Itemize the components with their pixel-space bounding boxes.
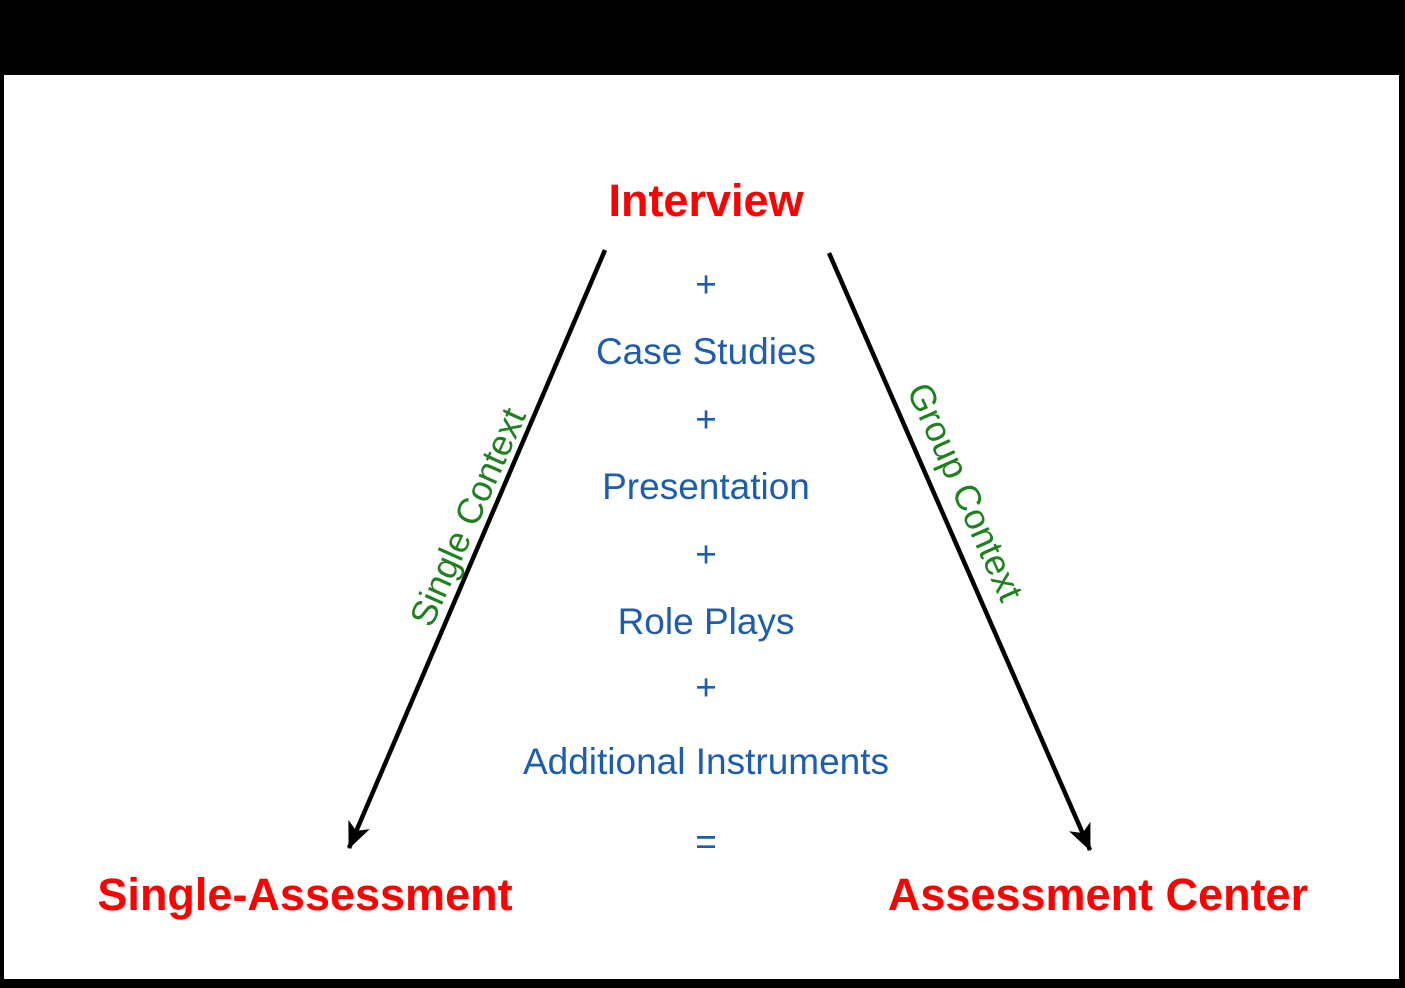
plus-sign-1: + [695, 264, 717, 305]
item-case-studies: Case Studies [595, 331, 817, 372]
title-interview: Interview [608, 175, 804, 226]
equals-sign: = [695, 821, 717, 862]
label-single-assessment: Single-Assessment [97, 869, 513, 920]
plus-sign-2: + [695, 399, 717, 440]
slide: Interview + Case Studies + Presentation … [2, 73, 1401, 981]
item-additional-instruments: Additional Instruments [522, 741, 890, 782]
item-role-plays: Role Plays [617, 601, 795, 642]
right-arrow [826, 252, 1093, 852]
left-arrow [346, 249, 608, 850]
item-presentation: Presentation [602, 466, 810, 507]
plus-sign-4: + [695, 667, 717, 708]
label-assessment-center: Assessment Center [887, 869, 1309, 920]
plus-sign-3: + [695, 534, 717, 575]
funnel-arrows [346, 249, 1093, 852]
